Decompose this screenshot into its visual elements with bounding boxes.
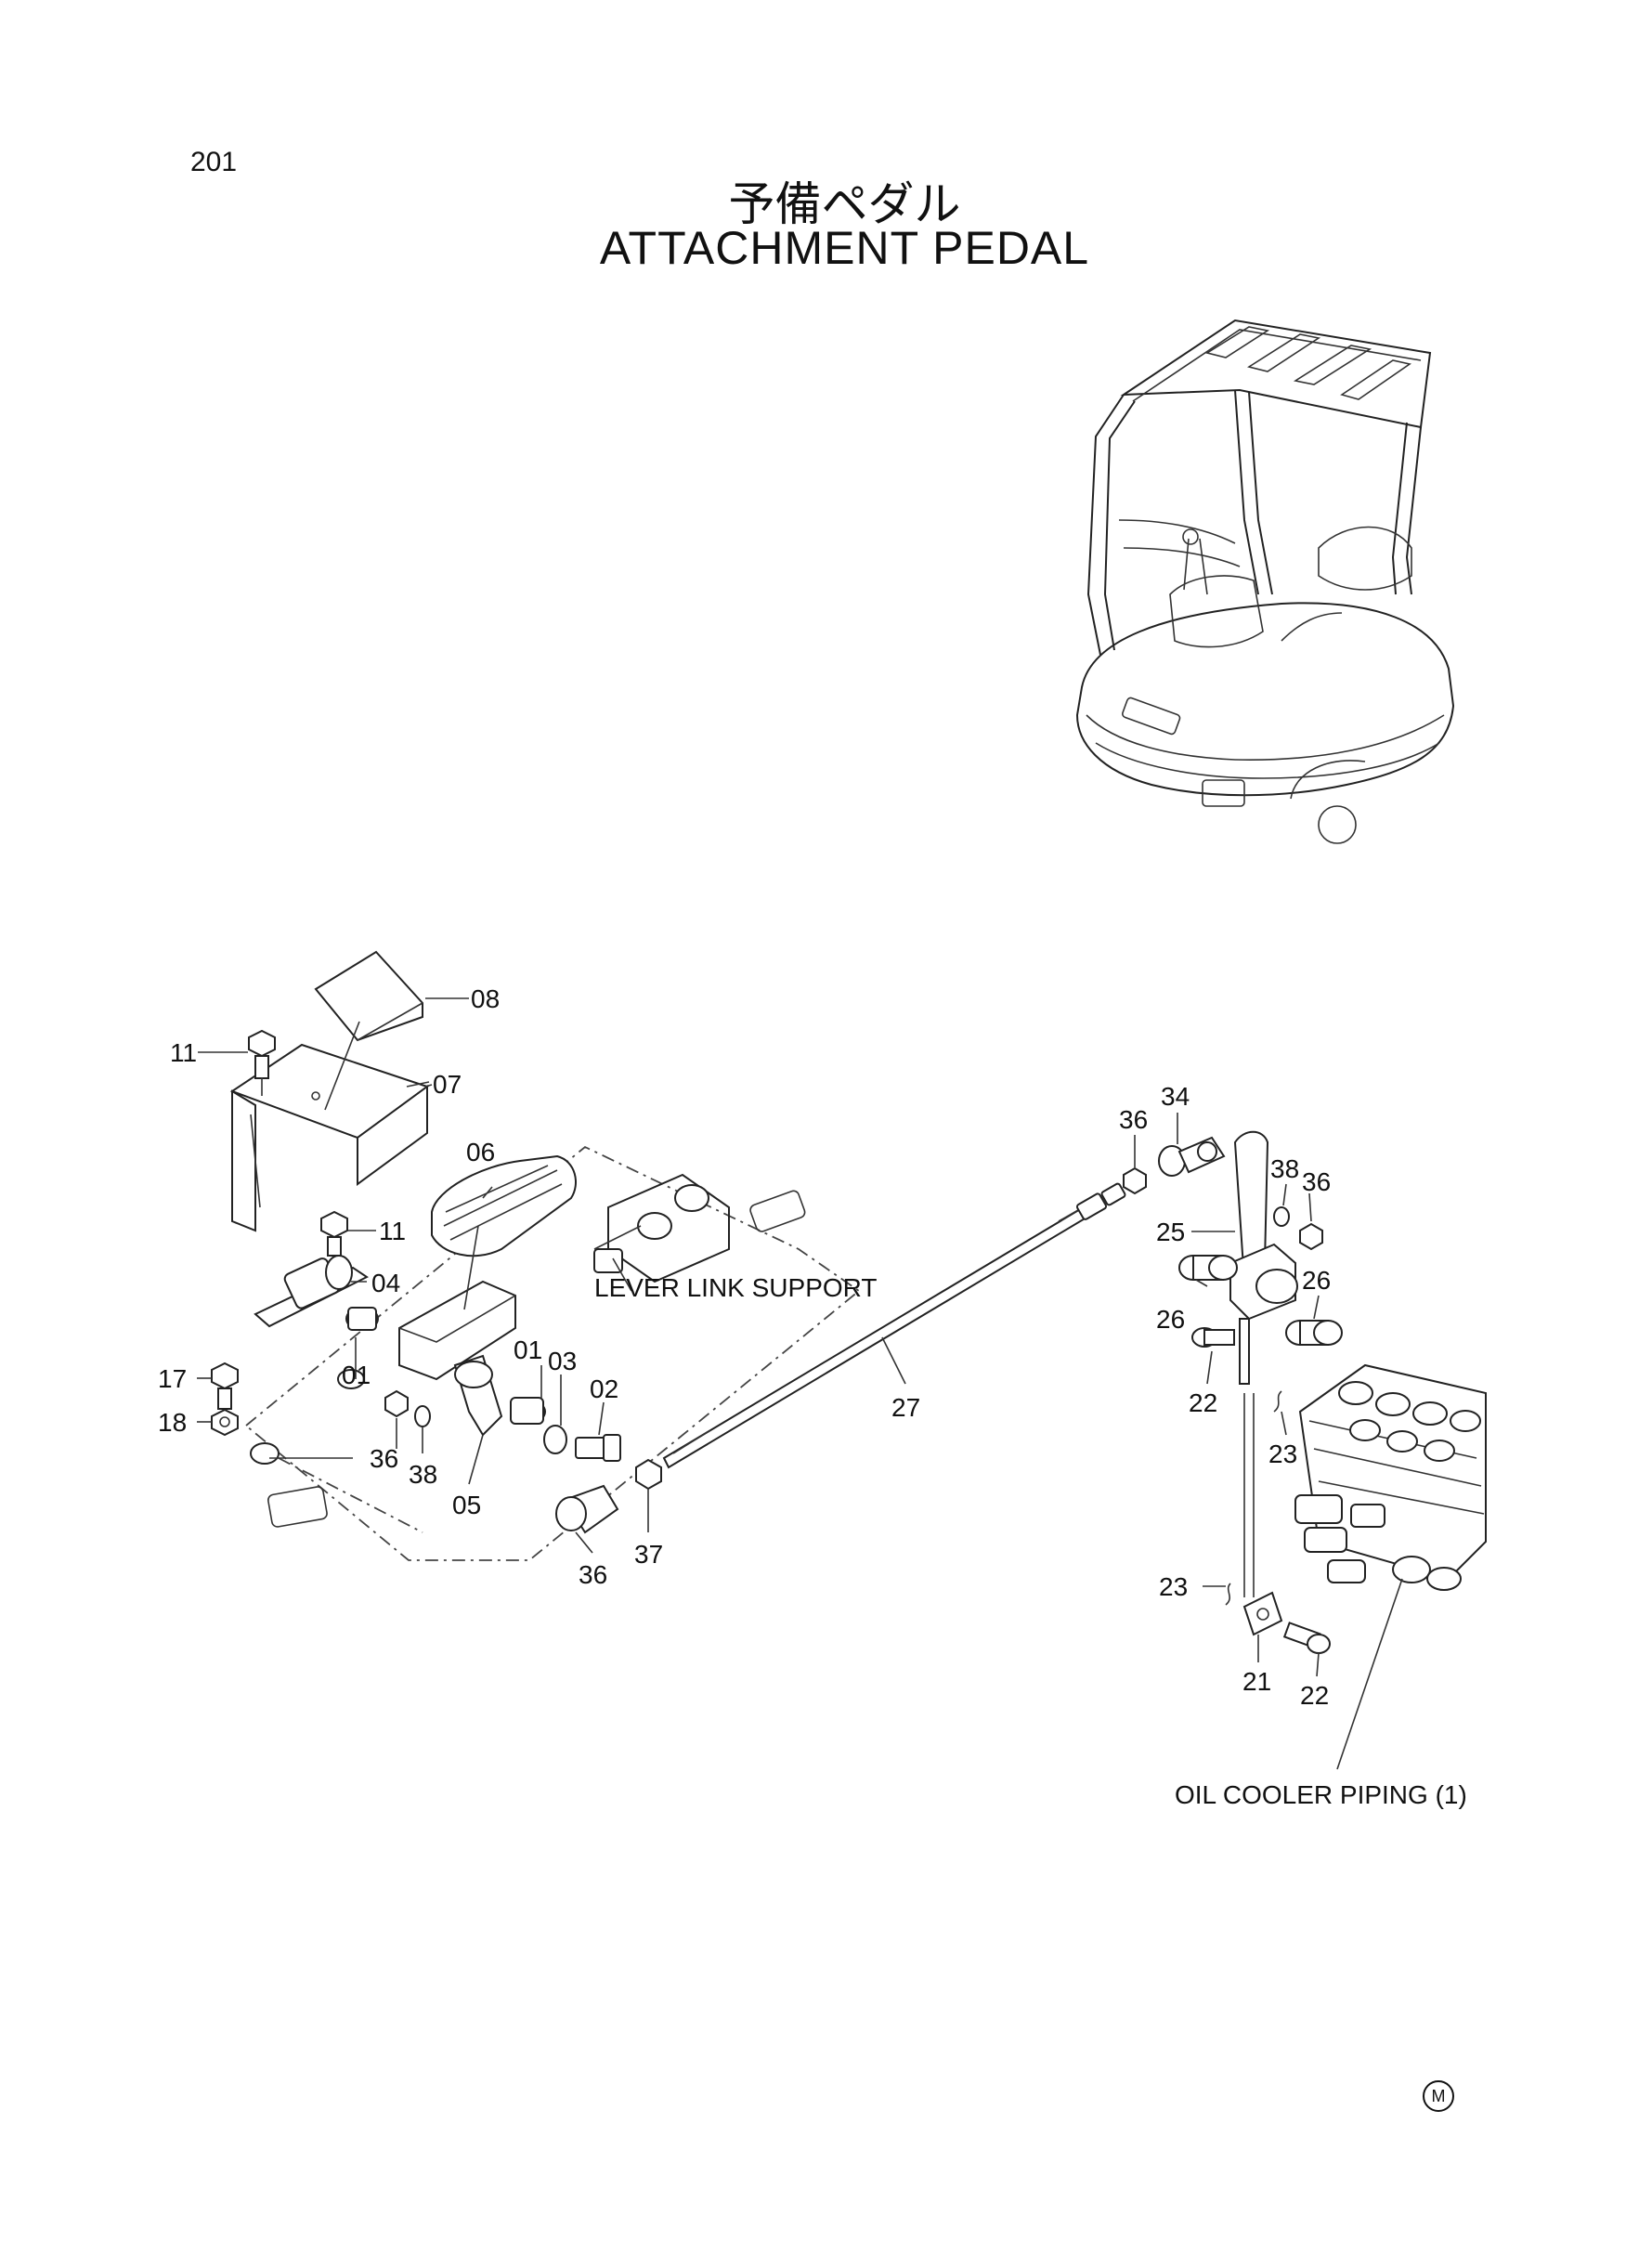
washer-03 <box>543 1425 567 1454</box>
nut-37 <box>635 1458 662 1491</box>
machine-overview-illustration <box>1075 319 1455 844</box>
pivot-bracket <box>254 1255 369 1328</box>
callout-03: 03 <box>548 1347 577 1375</box>
callout-02: 02 <box>590 1375 618 1403</box>
callout-22-lower: 22 <box>1300 1681 1329 1710</box>
callout-11-top: 11 <box>170 1038 197 1067</box>
callout-27: 27 <box>891 1393 920 1422</box>
callout-23-lower: 23 <box>1159 1572 1188 1601</box>
callout-05: 05 <box>452 1491 481 1519</box>
bolt-02 <box>575 1434 621 1462</box>
rod-end-34 <box>1158 1136 1226 1177</box>
callout-22-upper: 22 <box>1189 1388 1217 1417</box>
bushing-01-body <box>347 1307 377 1331</box>
callout-23-upper: 23 <box>1268 1440 1297 1468</box>
callout-01-right: 01 <box>514 1335 542 1364</box>
control-valve <box>1294 1363 1487 1591</box>
rubber-pad <box>431 1154 577 1257</box>
note-oil-cooler-piping: OIL COOLER PIPING (1) <box>1175 1780 1467 1809</box>
leader-lines <box>197 997 1403 1770</box>
callout-17: 17 <box>158 1364 187 1393</box>
callout-25: 25 <box>1156 1218 1185 1246</box>
callout-06: 06 <box>466 1138 495 1166</box>
base-spacer-2 <box>337 1369 365 1389</box>
pedal-cover <box>229 1043 430 1232</box>
clip-23-upper <box>1273 1390 1282 1413</box>
callout-07: 07 <box>433 1070 462 1099</box>
callout-36-far-right: 36 <box>1302 1167 1331 1196</box>
callout-38-left: 38 <box>409 1460 437 1489</box>
rod-end-lower <box>555 1484 619 1534</box>
callout-26-right: 26 <box>1302 1266 1331 1295</box>
pin-22-upper <box>1191 1327 1235 1348</box>
nut-36-right <box>1123 1166 1147 1195</box>
callout-11-middle: 11 <box>379 1217 406 1245</box>
nut-18 <box>211 1408 239 1437</box>
bushing-26-right <box>1285 1320 1343 1346</box>
page-number: 201 <box>190 147 238 177</box>
base-spacer <box>250 1442 280 1465</box>
callout-38-right: 38 <box>1270 1154 1299 1183</box>
m-mark-symbol: M <box>1423 2080 1454 2112</box>
bushing-01b-body <box>510 1397 544 1425</box>
callout-36-rod: 36 <box>1119 1105 1148 1134</box>
callout-21: 21 <box>1242 1667 1271 1696</box>
lever-link-support <box>593 1173 730 1283</box>
bolt-11-middle <box>320 1210 348 1257</box>
clip-23-lower <box>1225 1583 1231 1606</box>
link-21 <box>1242 1591 1283 1636</box>
callout-08: 08 <box>471 984 500 1013</box>
note-lever-link-support: LEVER LINK SUPPORT <box>594 1273 877 1302</box>
callout-04: 04 <box>371 1269 400 1297</box>
nut-36-far-right <box>1299 1222 1323 1251</box>
callout-01-left: 01 <box>342 1361 371 1389</box>
floor-plate <box>244 1145 861 1561</box>
callout-36-left: 36 <box>370 1444 398 1473</box>
title-japanese: 予備ペダル <box>728 177 961 231</box>
callout-36-lower: 36 <box>579 1560 607 1589</box>
callout-34: 34 <box>1161 1082 1190 1111</box>
pedal-plate <box>398 1280 516 1437</box>
pin-22-lower <box>1282 1622 1331 1654</box>
nut-36-left <box>384 1389 409 1418</box>
bolt-17 <box>211 1362 239 1410</box>
bolt-11-top <box>248 1029 276 1079</box>
lever-25 <box>1229 1130 1298 1597</box>
washer-38-right <box>1273 1206 1290 1227</box>
callout-37: 37 <box>634 1540 663 1569</box>
callout-labels: 08 11 07 06 11 04 01 01 03 02 17 18 36 3… <box>158 984 1331 1710</box>
rod-27 <box>662 1182 1126 1469</box>
bushing-26-left <box>1178 1255 1238 1281</box>
pedal-pad <box>314 950 423 1042</box>
callout-26-left: 26 <box>1156 1305 1185 1334</box>
washer-38-left <box>414 1405 431 1427</box>
title-english: ATTACHMENT PEDAL <box>599 222 1090 274</box>
callout-18: 18 <box>158 1408 187 1437</box>
